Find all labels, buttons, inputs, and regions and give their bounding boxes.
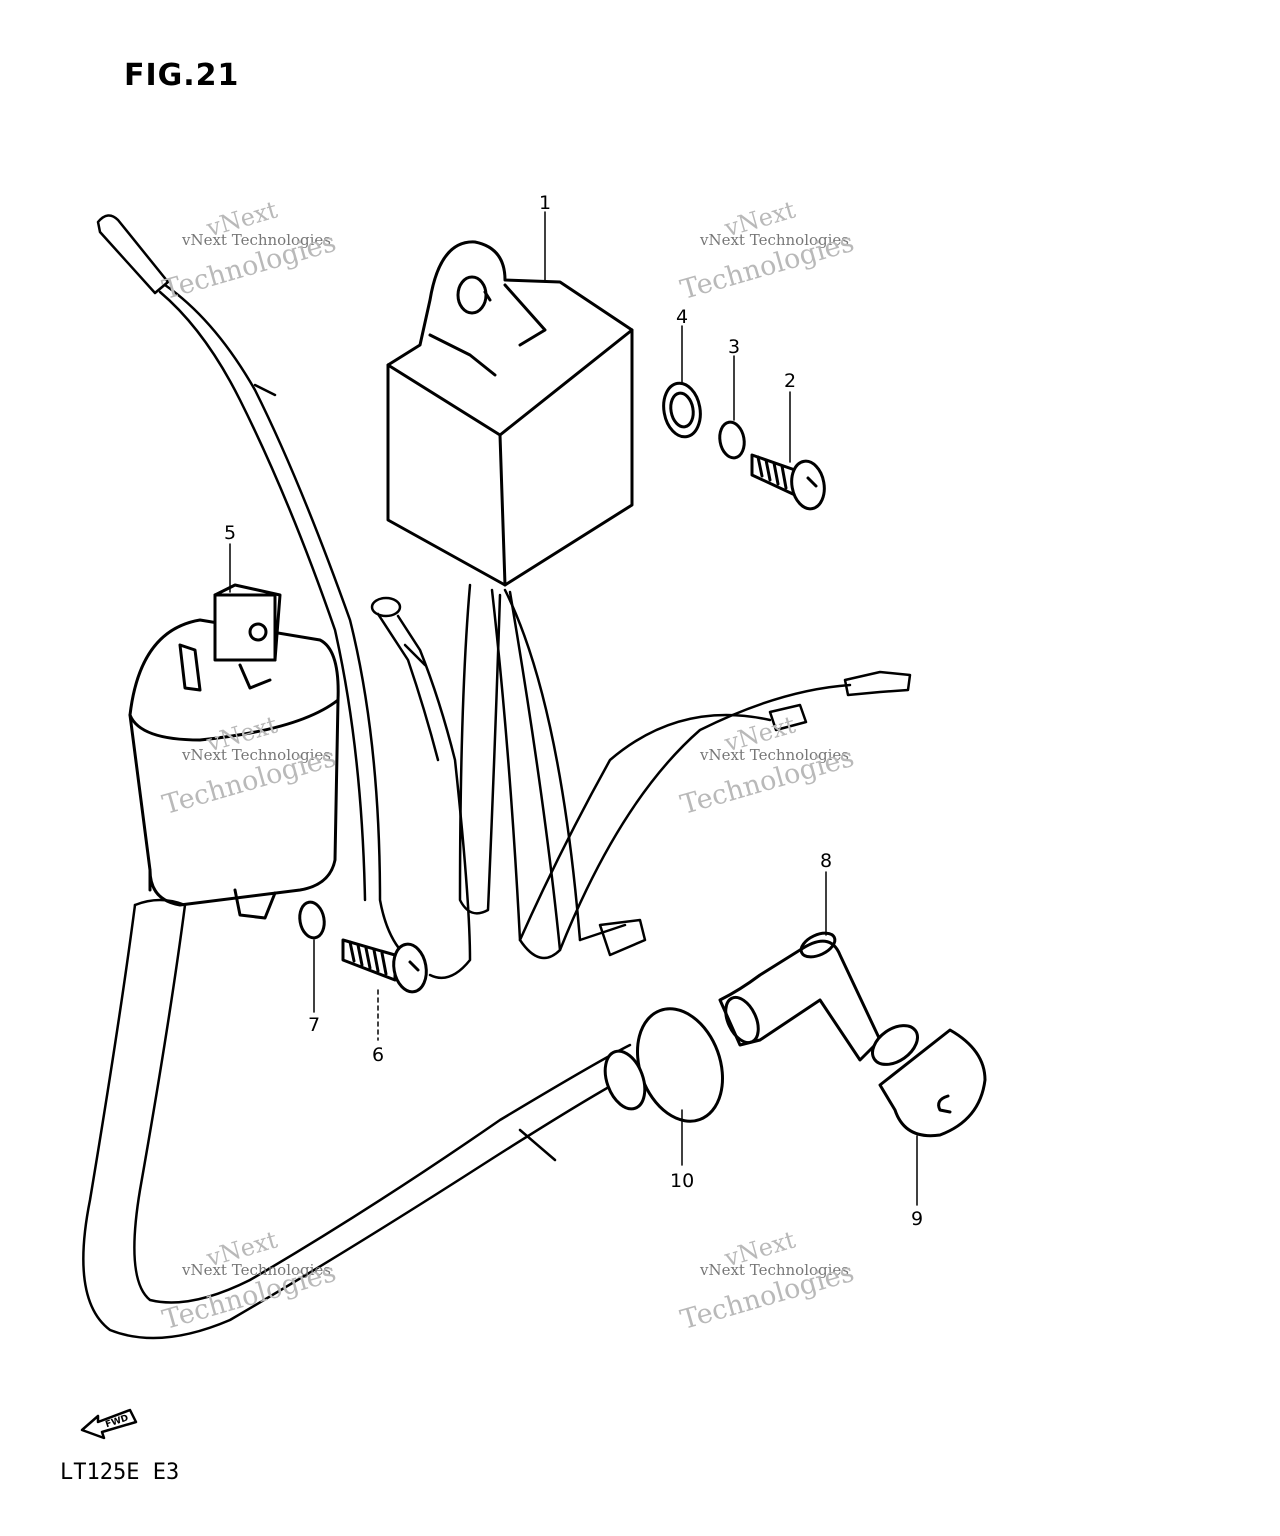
lock-washer — [718, 420, 746, 460]
callout-5: 5 — [224, 522, 237, 544]
ignition-coil — [128, 583, 340, 920]
callout-7: 7 — [308, 1014, 321, 1036]
screw-upper — [750, 453, 826, 511]
forward-arrow-icon: FWD — [80, 1400, 140, 1445]
callout-6: 6 — [372, 1044, 385, 1066]
screw-lower — [341, 938, 428, 994]
washer-lower — [298, 900, 326, 940]
figure-title: FIG.21 — [124, 58, 240, 93]
callout-10: 10 — [670, 1170, 695, 1192]
callout-3: 3 — [728, 336, 741, 358]
callout-8: 8 — [820, 850, 833, 872]
forward-arrow-shape: FWD — [80, 1408, 138, 1440]
washer-large-inner — [669, 391, 695, 429]
spark-plug-cap — [718, 931, 882, 1062]
callout-9: 9 — [911, 1208, 924, 1230]
top-lead-wire — [96, 214, 427, 970]
callout-1: 1 — [539, 192, 552, 214]
terminal-cover — [871, 1024, 987, 1138]
plug-cap-grommet — [603, 1007, 725, 1123]
leader-lines — [229, 211, 918, 1206]
washer-large — [662, 381, 702, 439]
callout-4: 4 — [676, 306, 689, 328]
model-code: LT125E E3 — [60, 1460, 180, 1485]
cdi-unit — [386, 240, 634, 587]
cdi-wires — [458, 583, 912, 960]
high-tension-cord — [82, 898, 642, 1340]
callout-2: 2 — [784, 370, 797, 392]
ground-wire — [370, 596, 472, 980]
